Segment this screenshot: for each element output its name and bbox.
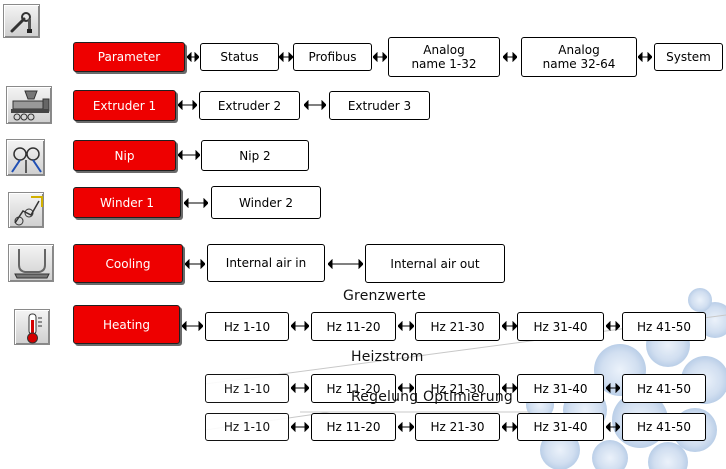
cooling-button[interactable]: Cooling [73, 244, 183, 283]
arrow-connector [398, 321, 414, 331]
nip-rollers-icon [11, 147, 42, 173]
nip-icon-button[interactable] [6, 139, 45, 176]
arrow-connector [178, 100, 197, 110]
arrow-connector [638, 52, 652, 62]
arrow-connector [502, 422, 517, 432]
status-button[interactable]: Status [200, 43, 279, 71]
arrow-connector [279, 52, 293, 62]
winder-2-button[interactable]: Winder 2 [211, 186, 321, 219]
arrow-connector [328, 259, 363, 269]
heizstrom-hz-21-30-button[interactable]: Hz 21-30 [415, 374, 500, 403]
grenzwerte-label: Grenzwerte [343, 288, 427, 304]
extruder-machine-icon [11, 90, 50, 121]
profibus-button[interactable]: Profibus [293, 43, 372, 71]
arrow-connector [503, 52, 517, 62]
nip-button[interactable]: Nip [73, 140, 176, 171]
extruder-1-button[interactable]: Extruder 1 [73, 90, 176, 121]
regelung-hz-1-10-button[interactable]: Hz 1-10 [205, 413, 289, 441]
tools-icon-button[interactable] [3, 4, 40, 38]
grenzwerte-hz-1-10-button[interactable]: Hz 1-10 [205, 312, 289, 341]
arrow-connector [291, 383, 309, 393]
regelung-hz-21-30-button[interactable]: Hz 21-30 [415, 413, 500, 441]
analog-name-1-32-button[interactable]: Analog name 1-32 [388, 37, 500, 77]
arrow-connector [398, 422, 414, 432]
arrow-connector [184, 198, 208, 208]
grenzwerte-hz-41-50-button[interactable]: Hz 41-50 [622, 312, 706, 341]
arrow-connector [185, 259, 205, 269]
cooling-icon-button[interactable] [8, 244, 54, 282]
arrow-connector [178, 150, 200, 160]
arrow-connector [502, 321, 517, 331]
arrow-connector [606, 383, 620, 393]
nip-2-button[interactable]: Nip 2 [201, 140, 309, 171]
arrow-connector [373, 52, 387, 62]
arrow-connector [182, 321, 203, 331]
heizstrom-hz-11-20-button[interactable]: Hz 11-20 [311, 374, 396, 403]
grenzwerte-hz-21-30-button[interactable]: Hz 21-30 [415, 312, 500, 341]
thermometer-icon [27, 313, 42, 344]
regelung-hz-41-50-button[interactable]: Hz 41-50 [622, 413, 706, 441]
heizstrom-hz-41-50-button[interactable]: Hz 41-50 [622, 374, 706, 403]
regelung-hz-31-40-button[interactable]: Hz 31-40 [517, 413, 604, 441]
arrow-connector [291, 422, 309, 432]
internal-air-in-button[interactable]: Internal air in [207, 244, 325, 282]
wrench-screwdriver-icon [10, 12, 32, 33]
parameter-button[interactable]: Parameter [73, 42, 185, 72]
extruder-icon-button[interactable] [6, 86, 52, 124]
system-button[interactable]: System [654, 43, 723, 71]
heizstrom-label: Heizstrom [351, 349, 424, 365]
winder-1-button[interactable]: Winder 1 [73, 187, 181, 218]
heating-icon-button[interactable] [14, 309, 50, 345]
arrow-connector [304, 100, 326, 110]
cooling-ring-icon [14, 249, 50, 279]
arrow-connector [502, 383, 517, 393]
extruder-2-button[interactable]: Extruder 2 [199, 91, 300, 120]
winder-icon [14, 196, 43, 226]
winder-icon-button[interactable] [8, 192, 44, 228]
grenzwerte-hz-31-40-button[interactable]: Hz 31-40 [517, 312, 604, 341]
heating-button[interactable]: Heating [73, 305, 180, 344]
arrow-connector [606, 422, 620, 432]
arrow-connector [398, 383, 414, 393]
regelung-hz-11-20-button[interactable]: Hz 11-20 [311, 413, 396, 441]
arrow-connector [291, 321, 309, 331]
internal-air-out-button[interactable]: Internal air out [365, 244, 505, 283]
heizstrom-hz-1-10-button[interactable]: Hz 1-10 [205, 374, 289, 403]
heizstrom-hz-31-40-button[interactable]: Hz 31-40 [517, 374, 604, 403]
arrow-connector [187, 52, 199, 62]
regelung-optimierung-label: Regelung Optimierung [351, 389, 513, 405]
extruder-3-button[interactable]: Extruder 3 [329, 91, 430, 120]
analog-name-32-64-button[interactable]: Analog name 32-64 [521, 37, 637, 77]
arrow-connector [606, 321, 620, 331]
grenzwerte-hz-11-20-button[interactable]: Hz 11-20 [311, 312, 396, 341]
